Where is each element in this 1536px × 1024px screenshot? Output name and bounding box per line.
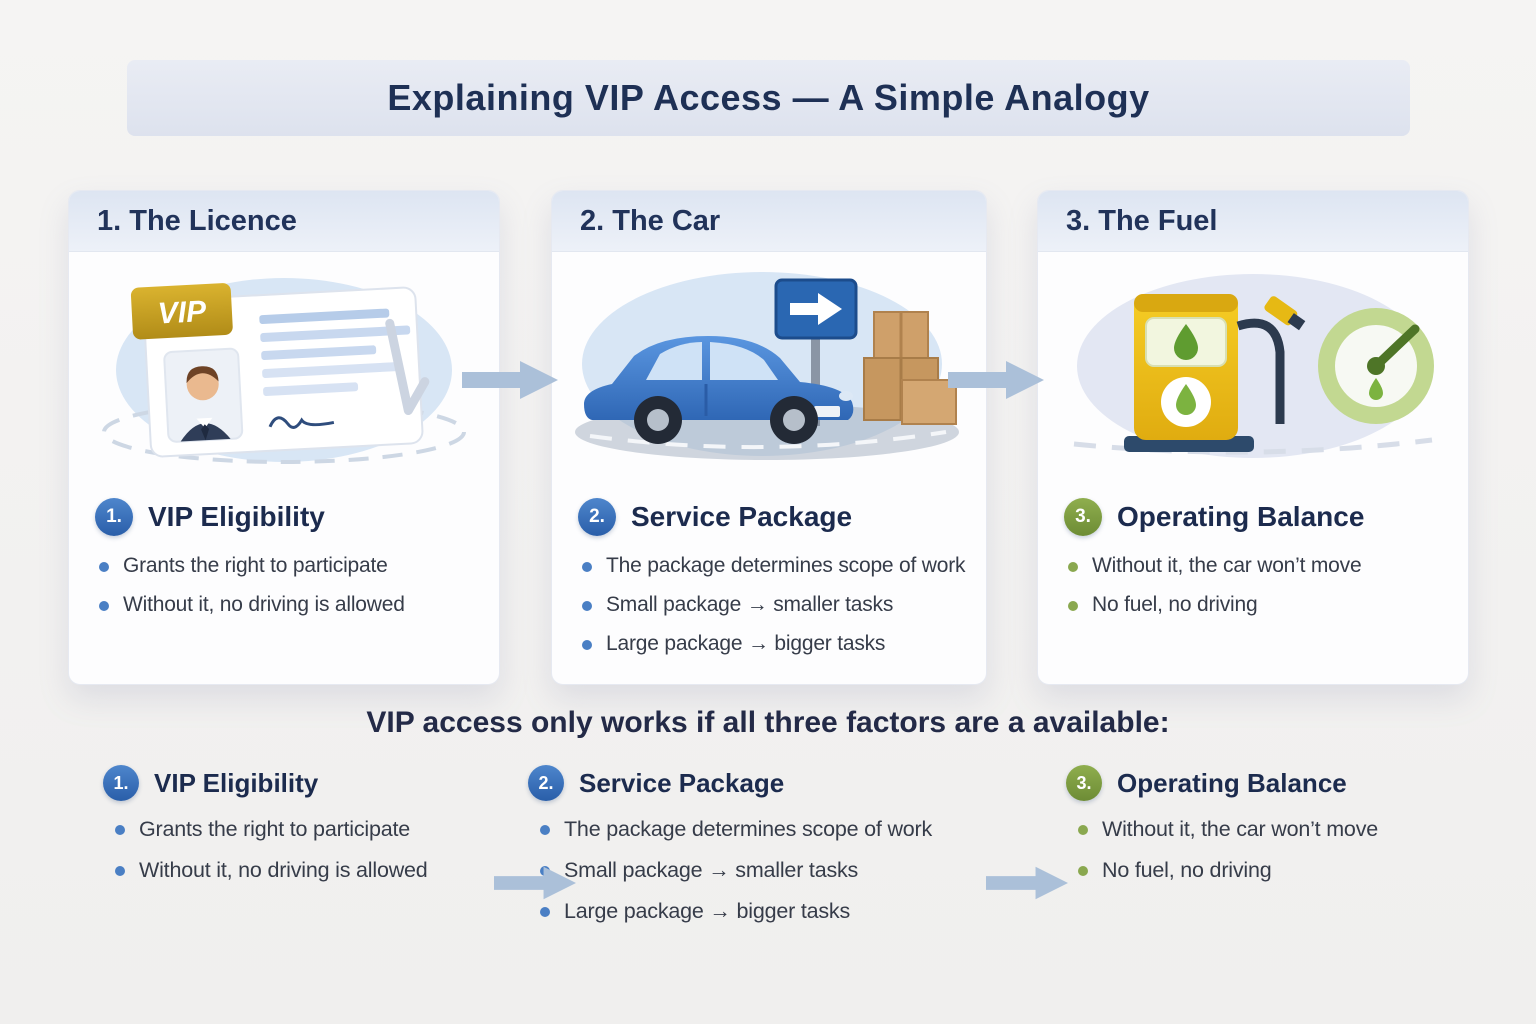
number-badge-2: 2. bbox=[528, 765, 564, 801]
card-licence-bullets: Grants the right to participate Without … bbox=[69, 554, 499, 617]
summary-col3-titlerow: 3. Operating Balance bbox=[1066, 765, 1506, 801]
licence-illustration-icon: VIP bbox=[102, 278, 466, 464]
bullet-text: Without it, the car won’t move bbox=[1092, 554, 1362, 577]
summary-arrow-2-to-3 bbox=[986, 864, 1068, 902]
card-licence-header: 1. The Licence bbox=[69, 191, 499, 252]
right-arrow-icon bbox=[986, 866, 1068, 900]
bullet-item: Grants the right to participate bbox=[99, 554, 477, 578]
summary-col1-titlerow: 1. VIP Eligibility bbox=[103, 765, 513, 801]
summary-col1-title: VIP Eligibility bbox=[154, 767, 319, 798]
bullet-dot bbox=[115, 825, 125, 835]
card-car: 2. The Car bbox=[551, 190, 987, 685]
card-car-subtitle: Service Package bbox=[631, 501, 853, 532]
bullet-text: Small package → smaller tasks bbox=[606, 593, 894, 616]
bullet-item: Grants the right to participate bbox=[115, 817, 513, 842]
card-car-header: 2. The Car bbox=[552, 191, 986, 252]
summary-col2-titlerow: 2. Service Package bbox=[528, 765, 1028, 801]
summary-col2-title: Service Package bbox=[579, 767, 785, 798]
bullet-item: The package determines scope of work bbox=[540, 817, 1028, 842]
number-badge-3: 3. bbox=[1064, 498, 1102, 536]
bullet-dot bbox=[1068, 562, 1078, 572]
bullet-dot bbox=[99, 601, 109, 611]
bullet-dot bbox=[1078, 866, 1088, 876]
bullet-text: Large package → bigger tasks bbox=[606, 632, 886, 655]
bullet-dot bbox=[99, 562, 109, 572]
bullet-text: Without it, the car won’t move bbox=[1102, 817, 1378, 841]
bullet-item: Without it, no driving is allowed bbox=[115, 858, 513, 883]
number-badge-1: 1. bbox=[103, 765, 139, 801]
right-arrow-icon bbox=[494, 866, 576, 900]
bullet-dot bbox=[582, 640, 592, 650]
bullet-item: Large package → bigger tasks bbox=[540, 899, 1028, 924]
card-fuel-subtitle: Operating Balance bbox=[1117, 501, 1365, 532]
card-licence-titlerow: 1. VIP Eligibility bbox=[69, 482, 499, 536]
bullet-text: Grants the right to participate bbox=[139, 817, 411, 841]
bullet-text: Grants the right to participate bbox=[123, 554, 388, 577]
summary-col-balance: 3. Operating Balance Without it, the car… bbox=[1066, 765, 1506, 899]
card-licence-illustration: VIP bbox=[69, 252, 499, 482]
right-arrow-icon bbox=[948, 361, 1044, 399]
bullet-item: Small package → smaller tasks bbox=[540, 858, 1028, 883]
summary-heading: VIP access only works if all three facto… bbox=[366, 706, 1170, 739]
bullet-item: Large package → bigger tasks bbox=[582, 632, 964, 656]
page-title: Explaining VIP Access — A Simple Analogy bbox=[387, 77, 1150, 118]
bullet-text: Large package → bigger tasks bbox=[564, 899, 851, 923]
card-fuel-header: 3. The Fuel bbox=[1038, 191, 1468, 252]
number-badge-2: 2. bbox=[578, 498, 616, 536]
bullet-dot bbox=[582, 601, 592, 611]
card-car-bullets: The package determines scope of work Sma… bbox=[552, 554, 986, 656]
bullet-item: No fuel, no driving bbox=[1068, 593, 1446, 617]
number-badge-3: 3. bbox=[1066, 765, 1102, 801]
card-car-illustration bbox=[552, 252, 986, 482]
bullet-text: The package determines scope of work bbox=[564, 817, 933, 841]
bullet-item: Without it, the car won’t move bbox=[1078, 817, 1506, 842]
bullet-dot bbox=[540, 825, 550, 835]
bullet-dot bbox=[1078, 825, 1088, 835]
card-car-titlerow: 2. Service Package bbox=[552, 482, 986, 536]
bullet-text: No fuel, no driving bbox=[1092, 593, 1258, 616]
bullet-dot bbox=[540, 907, 550, 917]
bullet-dot bbox=[115, 866, 125, 876]
right-arrow-icon bbox=[462, 361, 558, 399]
bullet-item: The package determines scope of work bbox=[582, 554, 966, 578]
card-fuel: 3. The Fuel bbox=[1037, 190, 1469, 685]
bullet-item: No fuel, no driving bbox=[1078, 858, 1506, 883]
bullet-item: Without it, the car won’t move bbox=[1068, 554, 1446, 578]
bullet-text: Small package → smaller tasks bbox=[564, 858, 859, 882]
number-badge-1: 1. bbox=[95, 498, 133, 536]
bullet-text: Without it, no driving is allowed bbox=[123, 593, 405, 616]
summary-col2-bullets: The package determines scope of work Sma… bbox=[528, 817, 1028, 924]
vip-badge-label: VIP bbox=[157, 295, 208, 331]
summary-arrow-1-to-2 bbox=[494, 864, 576, 902]
card-licence-subtitle: VIP Eligibility bbox=[148, 501, 325, 532]
summary-col3-bullets: Without it, the car won’t move No fuel, … bbox=[1066, 817, 1506, 883]
arrow-car-to-fuel bbox=[948, 358, 1044, 402]
bullet-text: No fuel, no driving bbox=[1102, 858, 1272, 882]
card-fuel-bullets: Without it, the car won’t move No fuel, … bbox=[1038, 554, 1468, 617]
summary-col-eligibility: 1. VIP Eligibility Grants the right to p… bbox=[103, 765, 513, 899]
card-licence: 1. The Licence bbox=[68, 190, 500, 685]
bullet-dot bbox=[1068, 601, 1078, 611]
summary-col3-title: Operating Balance bbox=[1117, 767, 1347, 798]
bullet-text: Without it, no driving is allowed bbox=[139, 858, 428, 882]
bullet-item: Small package → smaller tasks bbox=[582, 593, 964, 617]
card-fuel-titlerow: 3. Operating Balance bbox=[1038, 482, 1468, 536]
summary-col1-bullets: Grants the right to participate Without … bbox=[103, 817, 513, 883]
fuel-illustration-icon bbox=[1073, 274, 1434, 458]
car-illustration-icon bbox=[575, 272, 959, 460]
title-banner: Explaining VIP Access — A Simple Analogy bbox=[127, 60, 1410, 136]
card-fuel-illustration bbox=[1038, 252, 1468, 482]
arrow-licence-to-car bbox=[462, 358, 558, 402]
bullet-dot bbox=[582, 562, 592, 572]
bullet-text: The package determines scope of work bbox=[606, 554, 966, 577]
bullet-item: Without it, no driving is allowed bbox=[99, 593, 477, 617]
summary-col-package: 2. Service Package The package determine… bbox=[528, 765, 1028, 940]
